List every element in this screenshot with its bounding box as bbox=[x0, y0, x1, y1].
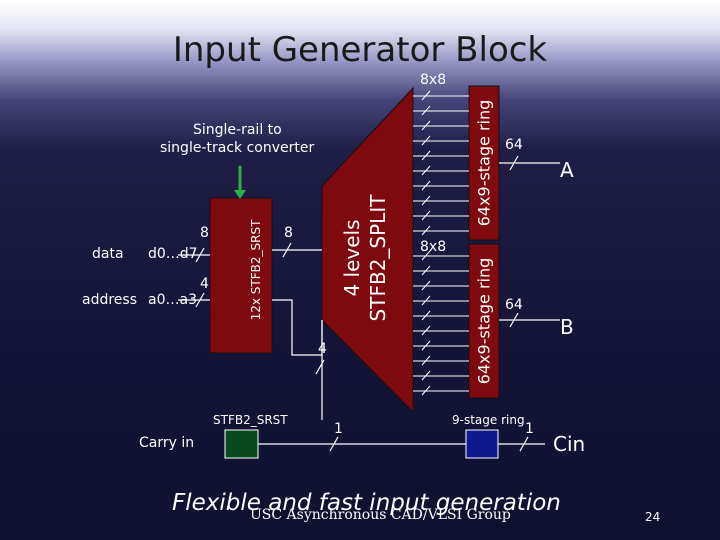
data-width-label: 8 bbox=[200, 225, 209, 241]
out-b-slash bbox=[509, 312, 519, 328]
footer: USC Asynchronous CAD/VLSI Group bbox=[250, 507, 511, 523]
address-slash bbox=[195, 292, 205, 308]
output-a-label: A bbox=[560, 158, 574, 182]
ring-a-label: 64x9-stage ring bbox=[474, 99, 494, 227]
bus-lines bbox=[413, 90, 469, 396]
ring-b-label: 64x9-stage ring bbox=[474, 257, 494, 385]
split-block-label-line2: STFB2_SPLIT bbox=[366, 194, 390, 322]
split-block-label-line1: 4 levels bbox=[340, 219, 364, 297]
caption: Flexible and fast input generation bbox=[172, 490, 561, 516]
data-bus-label: d0…d7 bbox=[148, 246, 198, 262]
ring-a-width-label: 64 bbox=[505, 137, 523, 153]
split-block bbox=[321, 86, 414, 414]
feedback-wire bbox=[272, 299, 323, 356]
data-slash bbox=[195, 247, 205, 263]
page-number: 24 bbox=[645, 510, 661, 524]
out-a-slash bbox=[509, 155, 519, 171]
mid-width-label: 8 bbox=[284, 225, 293, 241]
converter-block bbox=[209, 197, 273, 354]
feedback-slash bbox=[315, 359, 325, 375]
mid-bus-label: 8x8 bbox=[420, 239, 447, 255]
converter-caption-line2: single-track converter bbox=[160, 140, 315, 156]
carry-in-label: Carry in bbox=[139, 435, 195, 451]
address-width-label: 4 bbox=[200, 276, 209, 292]
data-label: data bbox=[92, 246, 124, 262]
carry-width-label: 1 bbox=[334, 421, 343, 437]
srst-box bbox=[224, 429, 259, 459]
cin-label: Cin bbox=[553, 432, 586, 456]
top-bus-label: 8x8 bbox=[420, 72, 447, 88]
carry-slash bbox=[329, 436, 339, 452]
address-bus-label: a0…a3 bbox=[148, 292, 197, 308]
ring-9-box bbox=[465, 429, 499, 459]
ring-9-label: 9-stage ring bbox=[452, 413, 525, 427]
feedback-width-label: 4 bbox=[318, 341, 327, 357]
address-label: address bbox=[82, 292, 138, 308]
cin-width-label: 1 bbox=[525, 421, 534, 437]
ring-b-width-label: 64 bbox=[505, 297, 523, 313]
slide-title: Input Generator Block bbox=[172, 30, 548, 70]
mid-slash bbox=[282, 242, 292, 258]
cin-slash bbox=[519, 436, 529, 452]
output-b-label: B bbox=[560, 315, 574, 339]
srst-box-label: STFB2_SRST bbox=[213, 413, 288, 427]
converter-block-label: 12x STFB2_SRST bbox=[249, 219, 263, 321]
ring-b-block bbox=[468, 243, 500, 399]
converter-caption-line1: Single-rail to bbox=[193, 122, 282, 138]
